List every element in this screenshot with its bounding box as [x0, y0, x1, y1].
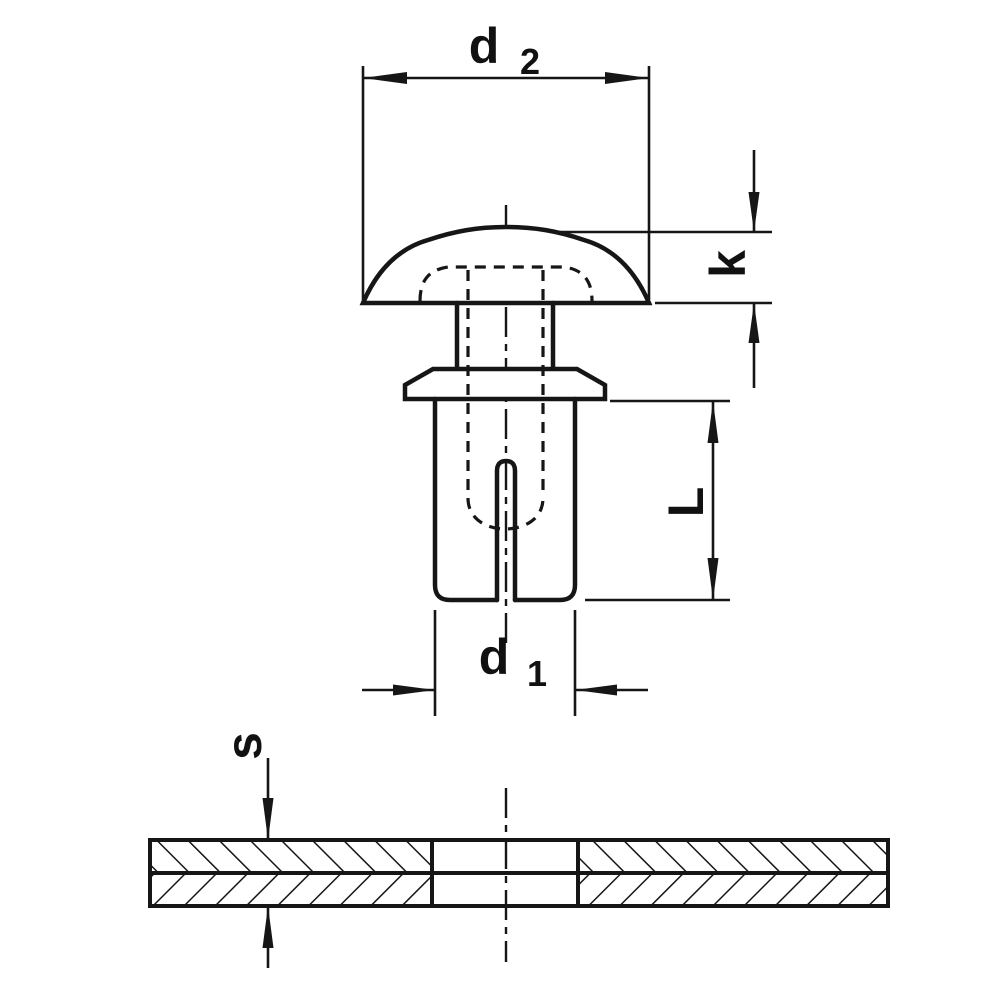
label-L: L [658, 487, 714, 518]
label-d1-subscript: 1 [527, 653, 547, 694]
arrowhead-down [707, 558, 719, 600]
label-d2-subscript: 2 [520, 41, 540, 82]
dimension-s: s [216, 732, 274, 968]
dimension-L: L [585, 399, 730, 602]
label-d1: d [479, 629, 510, 685]
dimension-d2: d 2 [361, 18, 651, 300]
arrowhead-left [575, 684, 617, 696]
rivet-collar [402, 366, 608, 402]
clamped-plates-section [148, 788, 890, 962]
arrowhead-up [262, 906, 274, 948]
arrowhead-down [262, 798, 274, 840]
expansion-slot [494, 458, 518, 603]
arrowhead-left [363, 72, 407, 84]
dimension-d1: d 1 [362, 610, 648, 716]
arrowhead-down [748, 192, 760, 232]
head-hidden-contour [418, 265, 594, 302]
arrowhead-up [707, 401, 719, 443]
arrowhead-right [605, 72, 649, 84]
arrowhead-right [393, 684, 435, 696]
label-k: k [700, 250, 756, 278]
arrowhead-up [748, 303, 760, 343]
shank-hidden-bore [466, 270, 545, 531]
section-hatching [152, 842, 886, 904]
rivet-shank [432, 270, 578, 603]
label-d2: d [469, 18, 500, 74]
rivet-neck [454, 300, 556, 372]
label-s: s [216, 732, 272, 760]
dimension-k: k [552, 150, 772, 388]
rivet-head [359, 224, 653, 306]
